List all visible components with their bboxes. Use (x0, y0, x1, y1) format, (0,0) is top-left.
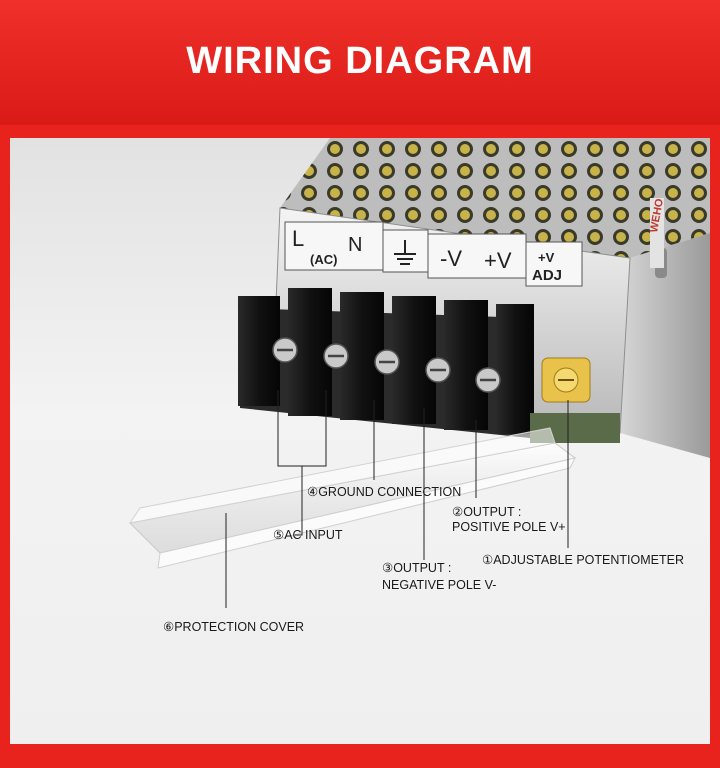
output-negative-label-1: ③OUTPUT : (382, 561, 452, 575)
page-title: WIRING DIAGRAM (186, 40, 534, 82)
brand-sticker (650, 198, 664, 268)
product-photo: WEHO L N (AC) -V +V +V ADJ (10, 138, 710, 744)
header-banner: WIRING DIAGRAM (0, 0, 720, 125)
label-adj-bottom: ADJ (532, 267, 562, 284)
power-supply-illustration: WEHO L N (AC) -V +V +V ADJ (128, 138, 710, 608)
case-side (620, 233, 710, 458)
ground-connection-label: ④GROUND CONNECTION (307, 485, 462, 499)
perforated-top (280, 138, 710, 258)
ac-input-leader (295, 466, 303, 536)
label-l: L (292, 226, 304, 251)
ground-symbol (394, 240, 416, 265)
protection-cover-label: ⑥PROTECTION COVER (163, 620, 305, 634)
terminal-legend: L N (AC) -V +V +V ADJ (284, 221, 583, 287)
label-neg-v: -V (440, 246, 462, 271)
potentiometer (541, 357, 591, 403)
potentiometer-label: ①ADJUSTABLE POTENTIOMETER (482, 553, 684, 567)
brand-text: WEHO (648, 197, 666, 233)
terminal-block (238, 288, 534, 438)
label-ac: (AC) (310, 252, 337, 267)
label-n: N (348, 234, 362, 256)
label-pos-v: +V (484, 248, 512, 273)
output-positive-label-2: POSITIVE POLE V+ (452, 520, 566, 534)
label-adj-top: +V (538, 250, 555, 265)
output-positive-label-1: ②OUTPUT : (452, 505, 522, 519)
leader-lines (225, 390, 569, 608)
ac-input-label: ⑤AC INPUT (273, 528, 343, 542)
output-negative-label-2: NEGATIVE POLE V- (382, 578, 497, 592)
